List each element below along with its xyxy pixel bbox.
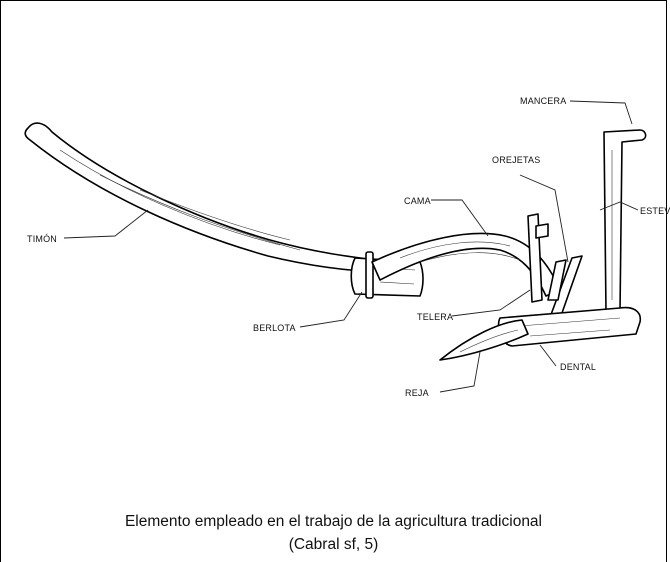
- plow-diagram: MANCERA OREJETAS CAMA ESTEVA TIMÓN TELER…: [24, 96, 670, 398]
- label-esteva: ESTEVA: [640, 206, 670, 216]
- telera-leader: [451, 289, 531, 317]
- dental-leader: [539, 344, 557, 367]
- label-timon: TIMÓN: [27, 234, 57, 244]
- label-reja: REJA: [405, 388, 429, 398]
- timon-leader: [63, 209, 149, 239]
- reja-leader: [439, 351, 481, 393]
- label-mancera: MANCERA: [520, 96, 566, 106]
- orejetas-part: [545, 255, 583, 331]
- figure-caption-line2: (Cabral sf, 5): [288, 536, 379, 553]
- label-dental: DENTAL: [560, 362, 596, 372]
- berlota-leader: [299, 291, 363, 328]
- label-cama: CAMA: [404, 196, 431, 206]
- figure-caption-line1: Elemento empleado en el trabajo de la ag…: [124, 513, 543, 530]
- label-telera: TELERA: [417, 312, 453, 322]
- timon-beam: [24, 122, 393, 273]
- mancera-leader: [569, 100, 633, 125]
- reja-part: [439, 319, 529, 361]
- label-berlota: BERLOTA: [253, 323, 296, 333]
- label-orejetas: OREJETAS: [492, 155, 540, 165]
- esteva-leader: [599, 201, 639, 211]
- cama-leader: [431, 199, 489, 237]
- esteva-handle: [603, 129, 647, 313]
- orejetas-leader: [519, 174, 569, 263]
- telera-part: [527, 213, 549, 303]
